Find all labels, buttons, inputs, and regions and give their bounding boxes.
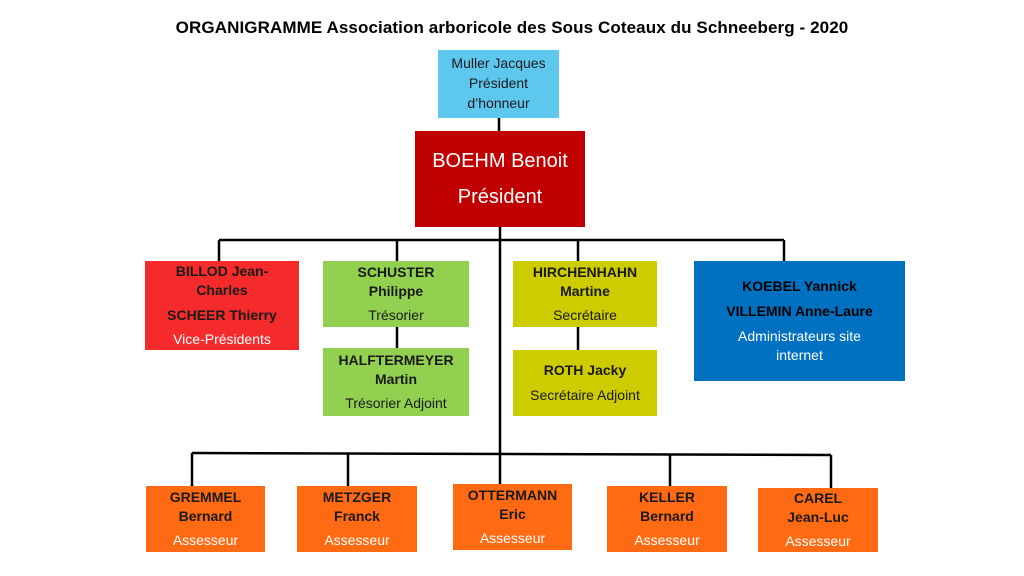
deputy-treasurer-name-line2: Martin xyxy=(375,370,417,387)
admins-role-line1: Administrateurs site xyxy=(738,328,861,344)
treasurer-role: Trésorier xyxy=(368,307,424,324)
honorary-role-line2: d’honneur xyxy=(467,94,530,111)
vice-presidents-box: BILLOD Jean- Charles SCHEER Thierry Vice… xyxy=(145,261,299,350)
secretary-box: HIRCHENHAHN Martine Secrétaire xyxy=(513,261,657,327)
assessor-name-line1: KELLER xyxy=(639,488,695,505)
assessor-role: Assesseur xyxy=(785,533,851,550)
assessor-box: KELLER Bernard Assesseur xyxy=(607,486,727,552)
assessor-name-line2: Bernard xyxy=(640,507,694,524)
honorary-president-box: Muller Jacques Président d’honneur xyxy=(438,50,559,118)
deputy-treasurer-role: Trésorier Adjoint xyxy=(345,395,447,412)
admins-role-line2: internet xyxy=(776,346,823,363)
assessor-box: OTTERMANN Eric Assesseur xyxy=(453,484,572,550)
vp1-name-line2: Charles xyxy=(196,281,248,298)
deputy-secretary-box: ROTH Jacky Secrétaire Adjoint xyxy=(513,350,657,416)
chart-title: ORGANIGRAMME Association arboricole des … xyxy=(175,18,849,37)
secretary-role: Secrétaire xyxy=(553,307,617,324)
treasurer-name-line2: Philippe xyxy=(368,282,424,299)
assessor-name-line1: METZGER xyxy=(322,488,392,505)
deputy-secretary-role: Secrétaire Adjoint xyxy=(530,387,640,403)
assessor-box: GREMMEL Bernard Assesseur xyxy=(146,486,265,552)
assessor-name-line2: Bernard xyxy=(178,507,233,524)
treasurer-name-line1: SCHUSTER xyxy=(357,263,435,280)
assessor-box: CAREL Jean-Luc Assesseur xyxy=(758,488,878,552)
assessor-name-line2: Jean-Luc xyxy=(787,508,849,525)
admin2-name: VILLEMIN Anne-Laure xyxy=(726,303,873,320)
assessor-role: Assesseur xyxy=(479,530,546,547)
secretary-name-line1: HIRCHENHAHN xyxy=(532,263,638,280)
deputy-treasurer-name-line1: HALFTERMEYER xyxy=(338,351,454,368)
honorary-role-line1: Président xyxy=(468,75,529,92)
assessor-name-line1: CAREL xyxy=(793,489,843,506)
treasurer-box: SCHUSTER Philippe Trésorier xyxy=(323,261,469,327)
assessor-name-line1: GREMMEL xyxy=(169,488,242,505)
assessor-name-line1: OTTERMANN xyxy=(467,486,558,503)
assessor-role: Assesseur xyxy=(172,532,239,549)
president-box: BOEHM Benoit Président xyxy=(415,131,585,227)
assessor-name-line2: Franck xyxy=(334,507,380,524)
deputy-treasurer-box: HALFTERMEYER Martin Trésorier Adjoint xyxy=(323,348,469,416)
vp2-name: SCHEER Thierry xyxy=(167,306,277,323)
assessor-name-line2: Eric xyxy=(499,505,526,522)
connector-lower-bar xyxy=(191,451,832,457)
assessor-role: Assesseur xyxy=(324,532,390,549)
assessor-box: METZGER Franck Assesseur xyxy=(297,486,417,552)
honorary-name: Muller Jacques xyxy=(451,55,546,72)
admin1-name: KOEBEL Yannick xyxy=(742,278,857,295)
president-role: Président xyxy=(457,186,543,208)
president-name: BOEHM Benoit xyxy=(432,150,568,172)
deputy-secretary-name: ROTH Jacky xyxy=(543,362,627,379)
vp-role: Vice-Présidents xyxy=(173,331,271,348)
assessor-role: Assesseur xyxy=(634,532,700,549)
vp1-name-line1: BILLOD Jean- xyxy=(175,262,269,279)
secretary-name-line2: Martine xyxy=(560,282,610,299)
web-admins-box: KOEBEL Yannick VILLEMIN Anne-Laure Admin… xyxy=(694,261,905,381)
